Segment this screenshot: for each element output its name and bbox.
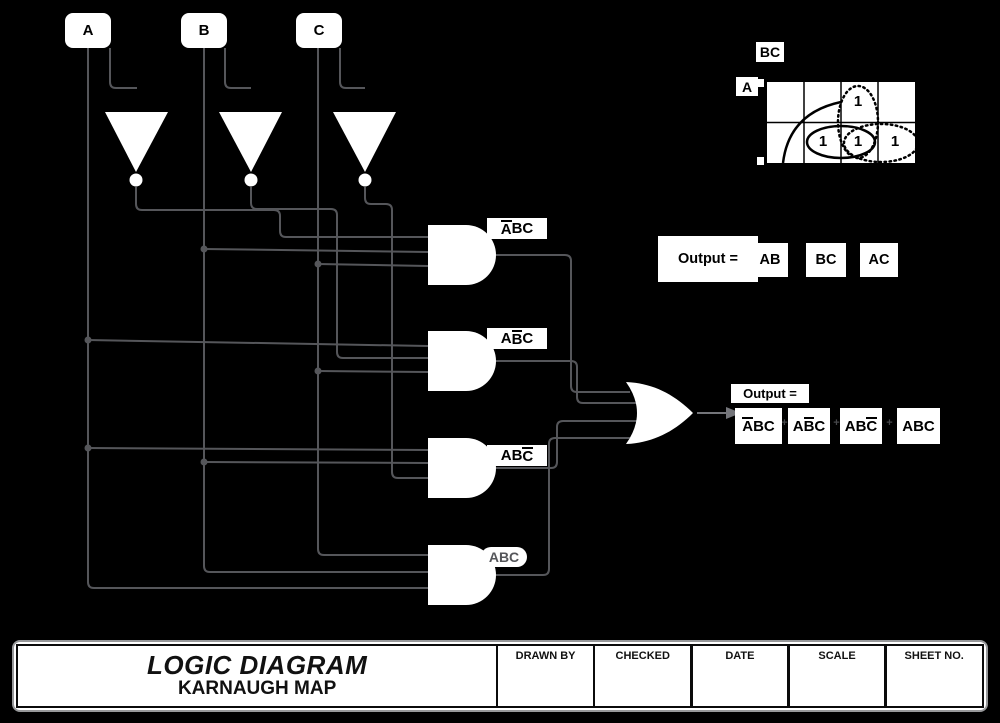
kmap-loop-dotted-right xyxy=(842,122,920,164)
kmap-cell-r0c2: 1 xyxy=(853,93,863,110)
wire-c-to-inverter xyxy=(339,48,365,89)
inverter-c-bubble-icon xyxy=(358,173,372,187)
input-label-b: B xyxy=(181,13,227,48)
wire-and1-to-or xyxy=(496,254,630,393)
wire-notc-to-and3 xyxy=(364,187,428,479)
plus-sign-1: + xyxy=(781,417,788,429)
kmap-row-label: A xyxy=(736,77,758,96)
input-label-a: A xyxy=(65,13,111,48)
inverter-b-bubble-icon xyxy=(244,173,258,187)
wire-and3-to-or xyxy=(496,420,638,469)
simplified-term-ab: AB xyxy=(752,243,788,277)
sop-output-label: Output = xyxy=(731,384,809,403)
kmap-tick-top xyxy=(757,79,764,87)
titleblock-cell-date: DATE xyxy=(690,644,790,708)
and-gate-2 xyxy=(428,331,496,391)
kmap-loop-dotted-vertical xyxy=(836,84,880,160)
wire-a-to-and2 xyxy=(87,339,429,347)
plus-sign-2: + xyxy=(833,417,840,429)
inverter-b xyxy=(219,112,282,172)
inverters xyxy=(105,112,396,187)
input-label-c: C xyxy=(296,13,342,48)
and-gates xyxy=(428,225,496,605)
inverter-a-bubble-icon xyxy=(129,173,143,187)
title-block: LOGIC DIAGRAM KARNAUGH MAP DRAWN BY CHEC… xyxy=(12,640,988,712)
titleblock-cell-sheet-no: SHEET NO. xyxy=(884,644,985,708)
kmap-cell-r1c2: 1 xyxy=(853,133,863,150)
wire-and4-to-or xyxy=(496,437,630,576)
titleblock-cell-scale: SCALE xyxy=(787,644,887,708)
or-gate xyxy=(626,382,693,444)
sop-term-4: ABC xyxy=(897,408,940,444)
wire-notb-to-and2 xyxy=(250,187,428,359)
kmap-grid xyxy=(757,79,920,165)
simplified-term-ac: AC xyxy=(860,243,898,277)
and-gate-4 xyxy=(428,545,496,605)
title-block-title-cell: LOGIC DIAGRAM KARNAUGH MAP xyxy=(16,644,499,708)
and-gate-1 xyxy=(428,225,496,285)
titleblock-cell-checked: CHECKED xyxy=(592,644,693,708)
wire-c-to-and1 xyxy=(317,263,429,267)
drawing-title: LOGIC DIAGRAM xyxy=(146,649,368,680)
wire-a-to-and3 xyxy=(87,447,429,451)
simplified-term-bc: BC xyxy=(806,243,846,277)
wire-b-to-and1 xyxy=(203,248,429,253)
inverter-c xyxy=(333,112,396,172)
wire-and2-to-or xyxy=(496,360,638,404)
titleblock-cell-drawn-by: DRAWN BY xyxy=(495,644,596,708)
wire-bus-b xyxy=(203,48,428,573)
wire-bus-a xyxy=(87,48,428,589)
kmap-tick-bottom xyxy=(757,157,764,165)
junction-dots xyxy=(84,245,322,466)
wire-b-to-and3 xyxy=(203,461,429,464)
and4-label: ABC xyxy=(481,547,527,567)
wire-c-to-and2 xyxy=(317,370,429,373)
simplified-output-label: Output = xyxy=(658,236,758,282)
arrow-right-icon xyxy=(726,407,741,419)
wire-a-to-inverter xyxy=(109,48,137,89)
plus-sign-3: + xyxy=(886,417,893,429)
wire-bus-c xyxy=(317,48,428,556)
and-gate-3 xyxy=(428,438,496,498)
drawing-subtitle: KARNAUGH MAP xyxy=(177,678,337,700)
kmap-loop-arc xyxy=(781,100,842,164)
inverter-a xyxy=(105,112,168,172)
kmap-cell-r1c1: 1 xyxy=(818,133,828,150)
wire-b-to-inverter xyxy=(224,48,251,89)
kmap-cell-r1c3: 1 xyxy=(890,133,900,150)
wires xyxy=(87,48,726,589)
wire-nota-to-and1 xyxy=(135,187,428,238)
kmap-col-label: BC xyxy=(756,42,784,62)
